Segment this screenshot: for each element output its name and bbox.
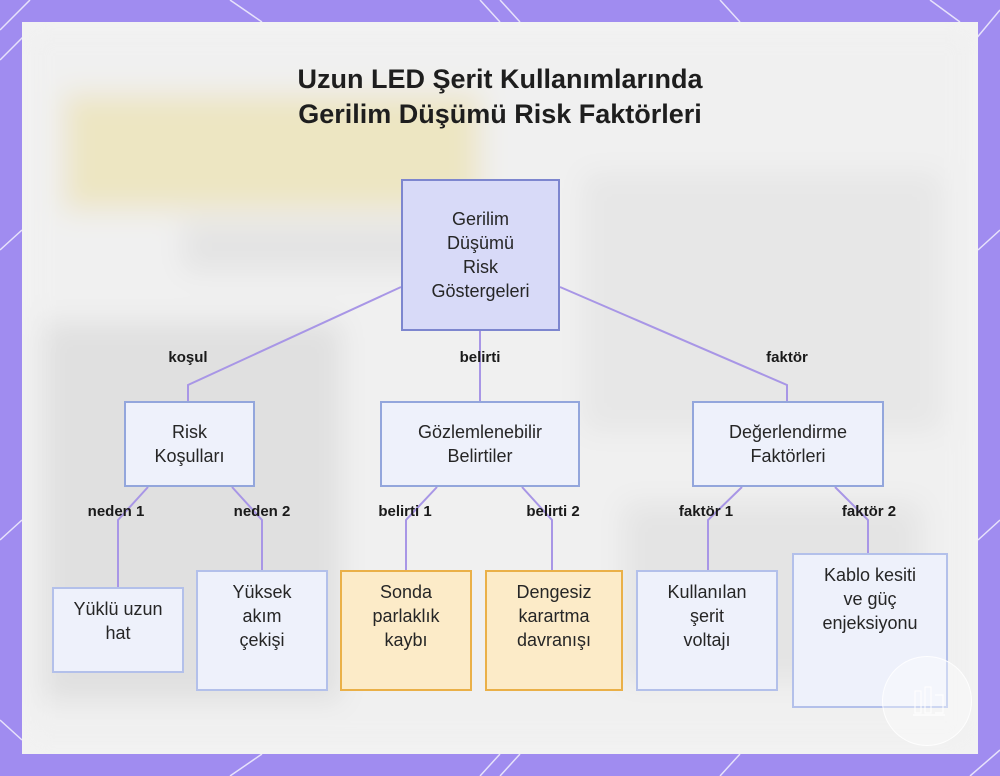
branch-node-risk-kosullari: Risk Koşulları [124, 401, 255, 487]
leaf-label-sonda-parlaklik-kaybi: Sonda parlaklık kaybı [372, 582, 440, 650]
leaf-label-yuksek-akim-cekisi: Yüksek akım çekişi [232, 582, 292, 650]
edge-label-faktor: faktör [766, 349, 808, 366]
edge-label-neden-2: neden 2 [233, 503, 291, 520]
branch-label-degerlendirme-faktorleri: Değerlendirme Faktörleri [728, 422, 848, 466]
leaf-node-yuklu-uzun-hat: Yüklü uzun hat [52, 587, 184, 673]
edge-root-kosul [187, 286, 402, 401]
diagram-title: Uzun LED Şerit Kullanımlarında Gerilim D… [0, 62, 1000, 132]
watermark-badge [882, 656, 972, 746]
edge-belirti-1 [405, 486, 438, 570]
leaf-node-kullanilan-serit-voltaji: Kullanılan şerit voltajı [636, 570, 778, 691]
leaf-node-yuksek-akim-cekisi: Yüksek akım çekişi [196, 570, 328, 691]
edge-label-neden-1: neden 1 [87, 503, 145, 520]
edge-belirti-2 [521, 486, 553, 570]
watermark-icon [913, 686, 945, 716]
leaf-node-dengesiz-karartma-davranisi: Dengesiz karartma davranışı [485, 570, 623, 691]
edge-faktor-1 [707, 486, 743, 570]
edge-label-belirti-2: belirti 2 [526, 503, 580, 520]
leaf-label-dengesiz-karartma-davranisi: Dengesiz karartma davranışı [516, 582, 592, 650]
leaf-label-kullanilan-serit-voltaji: Kullanılan şerit voltajı [667, 582, 747, 650]
edge-neden-1 [117, 486, 149, 587]
edge-root-faktor [559, 286, 788, 401]
leaf-label-kablo-kesiti-ve-guc-enjeksiyonu: Kablo kesiti ve güç enjeksiyonu [822, 565, 918, 633]
branch-node-degerlendirme-faktorleri: Değerlendirme Faktörleri [692, 401, 884, 487]
branch-label-risk-kosullari: Risk Koşulları [154, 422, 225, 466]
edge-label-belirti-1: belirti 1 [378, 503, 432, 520]
edge-label-faktor-1: faktör 1 [678, 503, 734, 520]
title-line-1: Uzun LED Şerit Kullanımlarında [297, 64, 703, 94]
edge-neden-2 [231, 486, 263, 570]
edge-label-belirti: belirti [459, 349, 501, 366]
edge-label-kosul: koşul [168, 349, 208, 366]
edge-label-faktor-2: faktör 2 [841, 503, 897, 520]
title-line-2: Gerilim Düşümü Risk Faktörleri [298, 99, 702, 129]
edge-faktor-2 [834, 486, 869, 553]
branch-node-gozlemlenebilir-belirtiler: Gözlemlenebilir Belirtiler [380, 401, 580, 487]
branch-label-gozlemlenebilir-belirtiler: Gözlemlenebilir Belirtiler [417, 422, 543, 466]
root-node: Gerilim Düşümü Risk Göstergeleri [401, 179, 560, 331]
leaf-node-sonda-parlaklik-kaybi: Sonda parlaklık kaybı [340, 570, 472, 691]
leaf-label-yuklu-uzun-hat: Yüklü uzun hat [73, 599, 163, 643]
root-label: Gerilim Düşümü Risk Göstergeleri [431, 209, 530, 301]
